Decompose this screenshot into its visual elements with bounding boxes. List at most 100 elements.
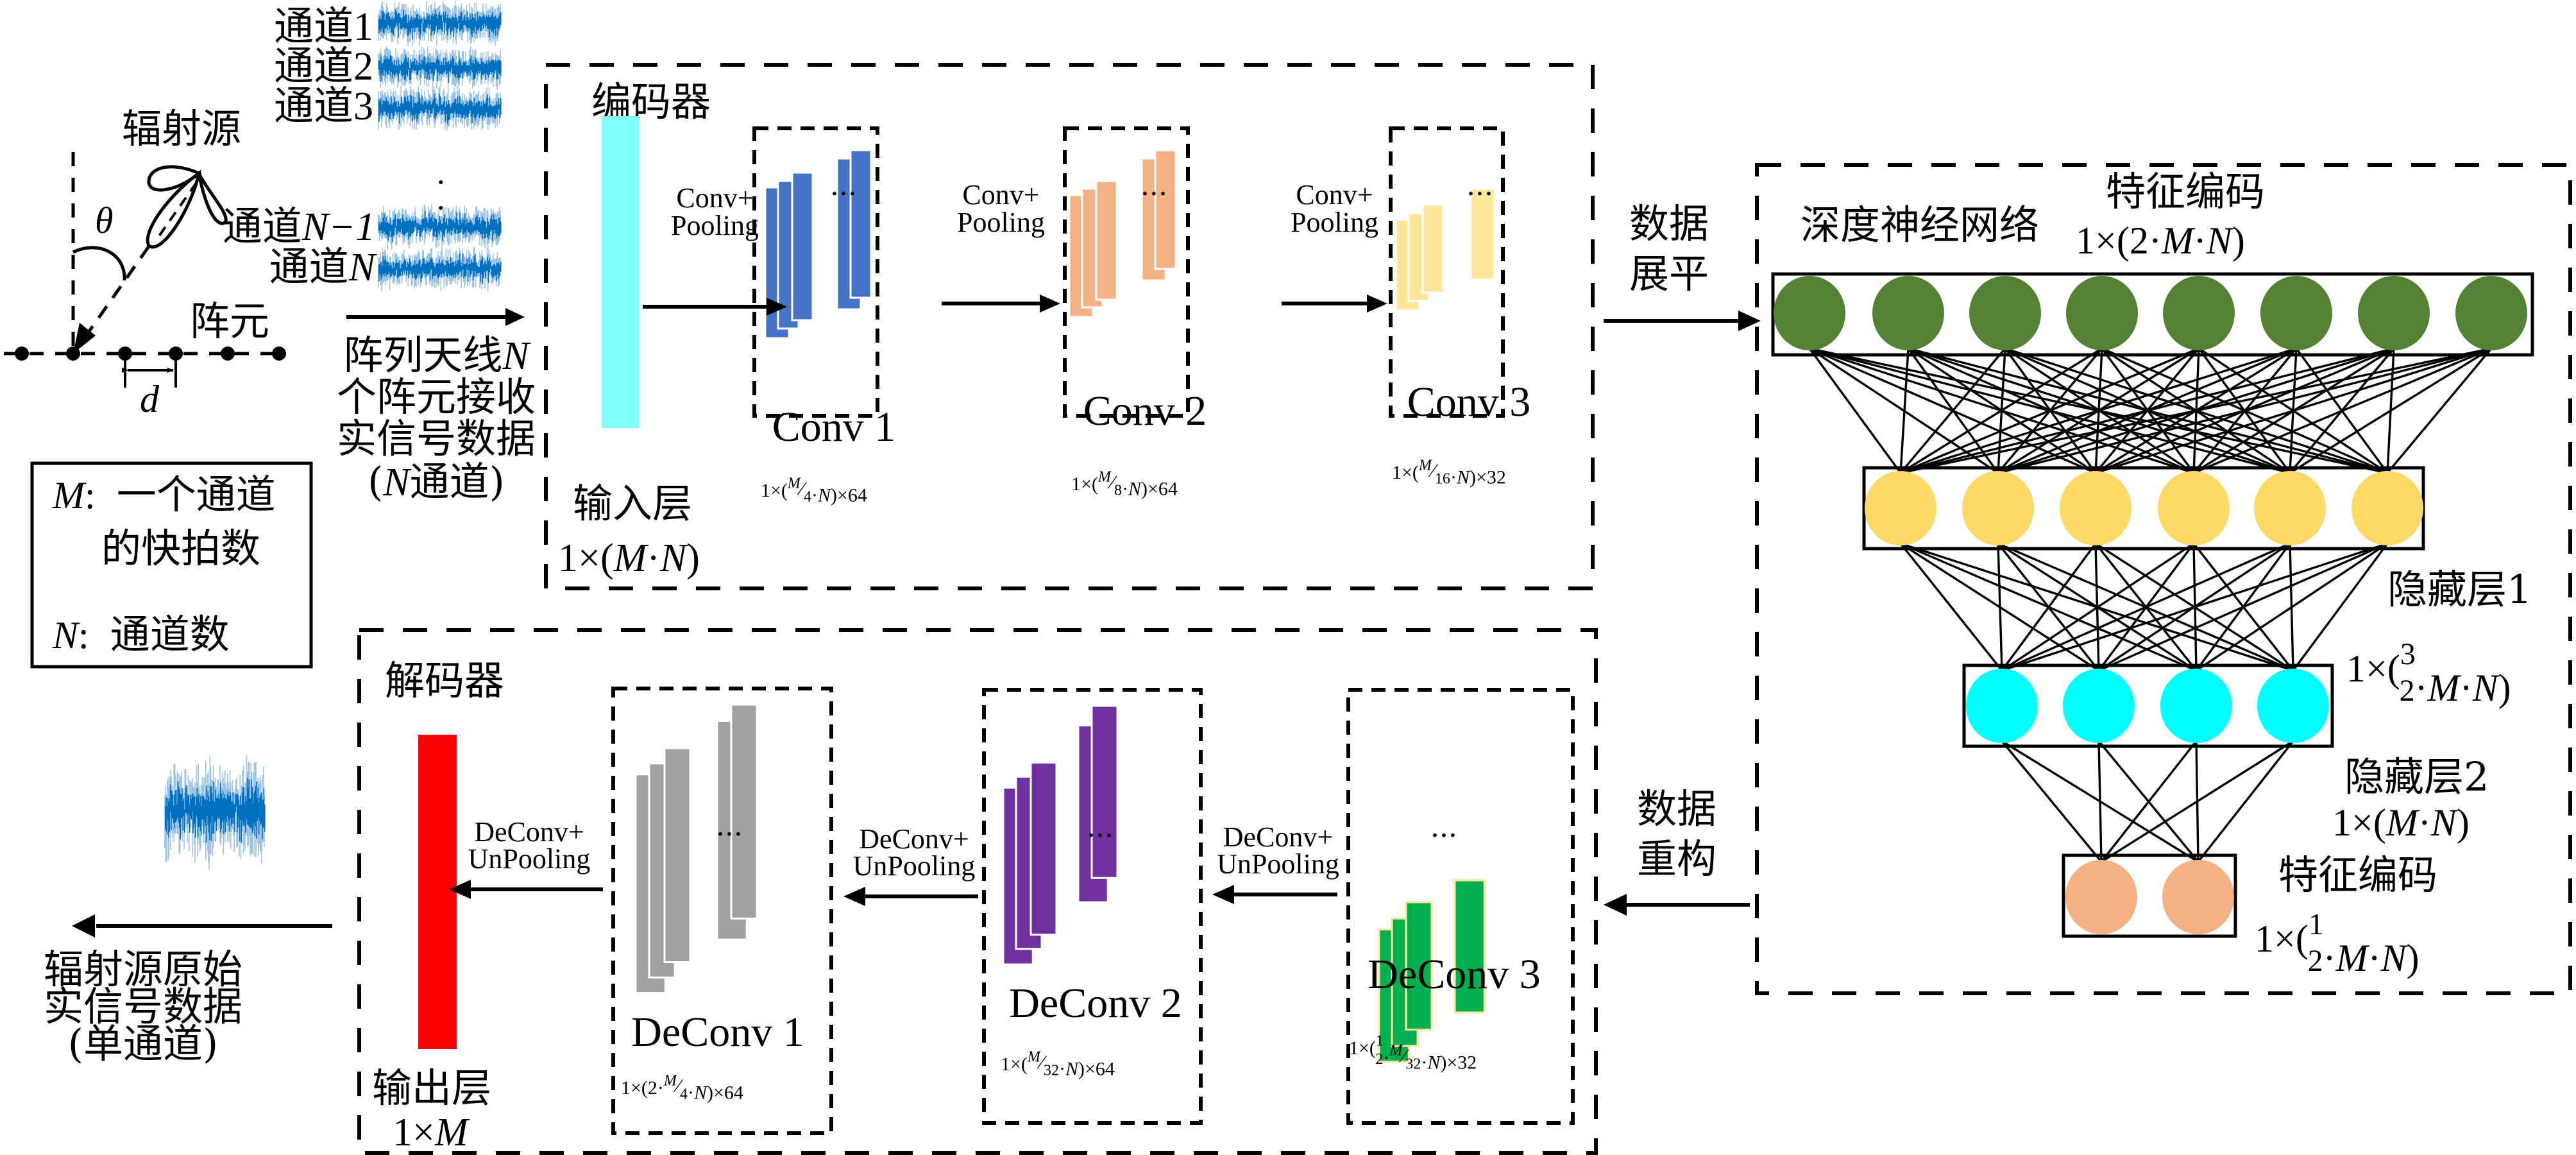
input-layer-bar: [602, 116, 640, 428]
encoder-block-1: ···Conv 11×(M⁄4·N)×64: [752, 126, 895, 506]
op-arrowhead: [1212, 885, 1234, 904]
dnn-input-feature-dim-expr: 1×(2·M·N): [2076, 219, 2245, 262]
output-caption-line: 实信号数据: [44, 983, 242, 1030]
dnn-connection: [1900, 347, 2103, 474]
dnn-connection: [1899, 347, 2006, 474]
op-label-line1: DeConv+: [1223, 821, 1333, 853]
feature-map: [1470, 187, 1496, 281]
radiation-source-icon: [146, 165, 228, 249]
received-caption-line: 个阵元接收: [337, 373, 536, 420]
conv-block-frame: [1389, 126, 1505, 418]
legend-m-colon: :: [85, 474, 96, 517]
dnn-layers: [1771, 272, 2534, 938]
output-layer-bar: [418, 735, 457, 1049]
op-label-line1: Conv+: [962, 179, 1039, 210]
op-arrowhead: [449, 880, 471, 899]
feature-map-stack: [1002, 705, 1119, 966]
radiation-source-label: 辐射源: [122, 105, 241, 152]
dnn-neuron: [2257, 669, 2329, 743]
dnn-connection: [2292, 542, 2389, 672]
feature-map: [730, 703, 758, 920]
dnn-neuron: [2455, 276, 2527, 350]
feature-map: [1090, 705, 1119, 879]
op-label-line2: UnPooling: [468, 843, 591, 875]
legend-n-row: N: 通道数: [52, 611, 230, 658]
dnn-connection: [2289, 347, 2492, 474]
dnn-neuron: [2060, 471, 2131, 545]
dnn-connection: [2386, 347, 2493, 474]
feature-map-stack: [764, 149, 872, 339]
output-caption-line: 辐射源原始: [44, 946, 242, 993]
feature-map: [791, 171, 814, 321]
channel-label: 通道1: [274, 3, 373, 49]
encoder-op-arrow-3: Conv+Pooling: [1282, 179, 1387, 312]
feature-map: [1095, 180, 1118, 301]
dnn-hidden2-dim-expr: 1×(M·N): [2332, 801, 2470, 844]
array-element-dot: [272, 346, 286, 361]
dnn-connection: [1808, 347, 1902, 474]
dnn-layer-1: [1862, 466, 2425, 551]
dnn-layer-0: [1771, 272, 2534, 357]
output-waveform: [164, 755, 266, 870]
deconv-block-dim: 1×(M⁄32·N)×64: [1001, 1049, 1115, 1080]
dnn-connection: [2197, 740, 2294, 863]
symbol-legend: M: 一个通道 的快拍数 N: 通道数: [30, 461, 313, 669]
output-caption-line: (单通道): [68, 1020, 218, 1067]
array-element-dot: [15, 346, 29, 361]
encoder-block-2: ···Conv 21×(M⁄8·N)×64: [1063, 126, 1207, 500]
flatten-arrowhead: [1738, 311, 1761, 331]
dnn-neuron: [2254, 471, 2326, 545]
reconstruct-arrowhead: [1604, 894, 1627, 916]
dnn-connection: [2098, 542, 2388, 672]
incidence-direction-line: [80, 245, 151, 343]
op-label-line1: DeConv+: [859, 823, 969, 855]
array-element-dot: [221, 346, 235, 361]
output-layer-dim-expr: 1×M: [393, 1111, 470, 1154]
encoder-op-arrow-1: Conv+Pooling: [643, 182, 787, 316]
flatten-label-2: 展平: [1629, 250, 1709, 297]
reconstruct-label-2: 重构: [1637, 835, 1716, 882]
dnn-connection: [2196, 542, 2388, 672]
dnn-connection: [2001, 542, 2291, 672]
feature-map: [1421, 203, 1445, 294]
op-label-line1: Conv+: [676, 182, 753, 214]
theta-label: θ: [95, 200, 114, 241]
decoder-block-2: ···DeConv 21×(M⁄32·N)×64: [982, 688, 1203, 1125]
dnn-connection: [1900, 347, 2394, 474]
dnn-connection: [1997, 543, 2003, 671]
received-caption-line: 阵列天线N: [343, 332, 531, 379]
input-layer-label: 输入层: [573, 480, 692, 527]
deconv-block-name: DeConv 1: [631, 1009, 804, 1056]
dnn-neuron: [1774, 276, 1845, 350]
op-label-line2: Pooling: [1291, 207, 1378, 238]
flatten-label-1: 数据: [1629, 200, 1709, 247]
channel-label: 通道2: [274, 42, 373, 89]
encoder-panel: 编码器 输入层 ···Conv 11×(M⁄4·N)×64···Conv 21×…: [544, 63, 1595, 590]
ellipsis: ···: [716, 818, 743, 851]
array-element-label: 阵元: [190, 298, 269, 345]
dnn-connection: [1997, 347, 2492, 474]
dnn-neuron: [2162, 860, 2234, 934]
dnn-neuron: [2065, 860, 2137, 934]
ellipsis: ···: [1430, 819, 1457, 852]
channel-ellipsis-2: ·: [436, 191, 446, 225]
deconv-block-frame: [1346, 688, 1575, 1125]
op-label-line2: Pooling: [957, 207, 1045, 238]
dnn-neuron: [2163, 276, 2235, 350]
dnn-connection: [1900, 347, 2297, 474]
encoder-block-3: ···Conv 31×(M⁄16·N)×32: [1389, 126, 1530, 488]
channel-waveform: [378, 204, 502, 250]
decoder-op-arrow-1: DeConv+UnPooling: [1212, 821, 1339, 904]
dnn-connection: [2001, 542, 2194, 672]
dnn-neuron: [2063, 669, 2135, 743]
received-caption-line: (N通道): [368, 458, 505, 505]
dnn-neuron: [1969, 276, 2041, 350]
feature-map: [1030, 761, 1058, 936]
